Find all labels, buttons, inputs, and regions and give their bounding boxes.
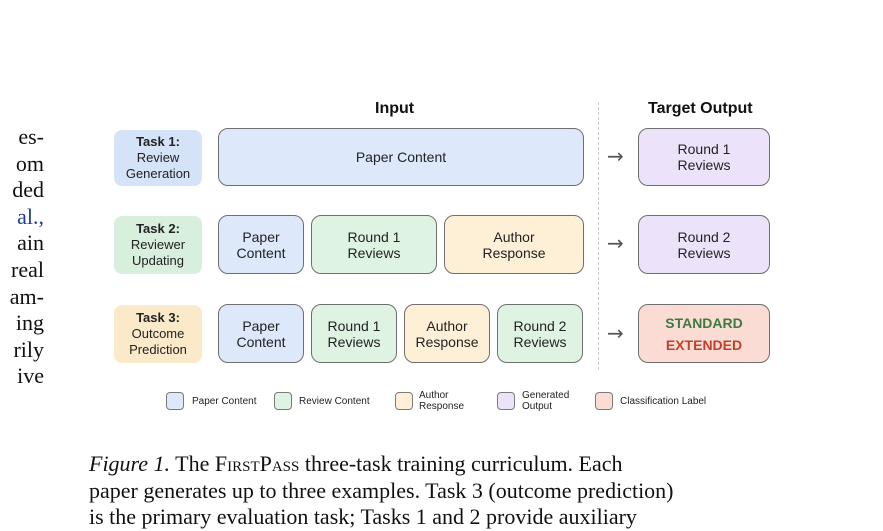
left-line: ded: [12, 177, 44, 203]
task-desc: Reviewer: [130, 237, 186, 252]
figure-caption: Figure 1. The FirstPass three-task train…: [89, 451, 799, 531]
round-1-reviews-box: Round 1 Reviews: [311, 215, 437, 274]
box-label: Reviews: [347, 244, 401, 261]
round-1-reviews-target: Round 1 Reviews: [638, 128, 770, 186]
left-line: ain: [17, 230, 44, 256]
legend-swatch-generated: [497, 392, 515, 410]
target-output-header: Target Output: [648, 100, 753, 117]
input-header: Input: [375, 100, 415, 117]
box-label: Round 1: [327, 317, 381, 334]
box-label: Reviews: [677, 244, 731, 261]
box-label: Round 1: [347, 228, 401, 245]
box-label: Content: [236, 333, 286, 350]
caption-text: The: [175, 451, 210, 476]
paper-content-box: Paper Content: [218, 128, 584, 186]
left-line: real: [11, 256, 44, 282]
task-name: Task 2:: [136, 221, 180, 236]
task-desc: Prediction: [129, 342, 187, 357]
round-2-reviews-target: Round 2 Reviews: [638, 215, 770, 274]
left-line: am-: [9, 283, 44, 309]
task-2-label: Task 2: Reviewer Updating: [114, 216, 202, 274]
legend-swatch-review: [274, 392, 292, 410]
legend-swatch-classification: [595, 392, 613, 410]
caption-line: Figure 1. The FirstPass three-task train…: [89, 451, 799, 478]
box-label: Paper: [242, 317, 280, 334]
task-3-label: Task 3: Outcome Prediction: [114, 305, 202, 363]
caption-line: paper generates up to three examples. Ta…: [89, 477, 674, 503]
task-desc: Generation: [125, 166, 191, 181]
task-1-label: Task 1: Review Generation: [114, 130, 202, 186]
box-label: Response: [482, 244, 546, 261]
left-line: ing: [15, 310, 44, 336]
box-label: Paper: [242, 228, 280, 245]
left-column-text: es- om ded al., ain real am- ing rily iv…: [0, 124, 44, 390]
extended-label: EXTENDED: [665, 336, 743, 353]
caption-line: is the primary evaluation task; Tasks 1 …: [89, 504, 637, 530]
classification-label-target: STANDARD EXTENDED: [638, 304, 770, 363]
column-divider: [598, 102, 599, 370]
left-line: rily: [13, 336, 44, 362]
legend-label: Classification Label: [620, 396, 707, 407]
legend-label: Output: [522, 401, 553, 412]
legend-label: Response: [419, 401, 465, 412]
standard-label: STANDARD: [665, 314, 743, 331]
legend-label: Review Content: [299, 396, 370, 407]
author-response-box: Author Response: [404, 304, 490, 363]
legend-swatch-paper: [166, 392, 184, 410]
figure-diagram: Input Target Output Task 1: Review Gener…: [100, 90, 800, 430]
box-label: Round 2: [677, 228, 731, 245]
left-line: om: [15, 150, 44, 176]
left-line-link[interactable]: al.,: [17, 203, 44, 229]
box-label: Round 1: [677, 141, 731, 157]
task-name: Task 3:: [136, 310, 180, 325]
task-name: Task 1:: [136, 134, 180, 149]
legend-label: Generated: [522, 390, 570, 401]
caption-system-name: FirstPass: [214, 451, 300, 476]
legend-label: Author: [419, 390, 449, 401]
left-line: ive: [17, 363, 44, 389]
round-2-reviews-box: Round 2 Reviews: [497, 304, 583, 363]
arrow-icon: →: [607, 231, 624, 255]
task-desc: Outcome: [131, 326, 185, 341]
caption-text: three-task training curriculum. Each: [304, 451, 623, 476]
box-label: Author: [493, 228, 535, 245]
arrow-icon: →: [607, 321, 624, 345]
box-label: Response: [415, 333, 479, 350]
legend-label: Paper Content: [192, 396, 257, 407]
box-label: Paper Content: [355, 149, 447, 165]
paper-content-box: Paper Content: [218, 215, 304, 274]
box-label: Reviews: [677, 157, 731, 173]
paper-content-box: Paper Content: [218, 304, 304, 363]
author-response-box: Author Response: [444, 215, 584, 274]
caption-figure-label: Figure 1.: [89, 451, 171, 476]
left-line: es-: [18, 124, 44, 149]
box-label: Round 2: [513, 317, 567, 334]
task-desc: Review: [136, 150, 180, 165]
legend: Paper Content Review Content Author Resp…: [166, 388, 786, 416]
task-desc: Updating: [131, 253, 185, 268]
legend-swatch-author: [395, 392, 413, 410]
box-label: Reviews: [327, 333, 381, 350]
box-label: Author: [426, 317, 468, 334]
arrow-icon: →: [607, 144, 624, 168]
box-label: Content: [236, 244, 286, 261]
round-1-reviews-box: Round 1 Reviews: [311, 304, 397, 363]
box-label: Reviews: [513, 333, 567, 350]
